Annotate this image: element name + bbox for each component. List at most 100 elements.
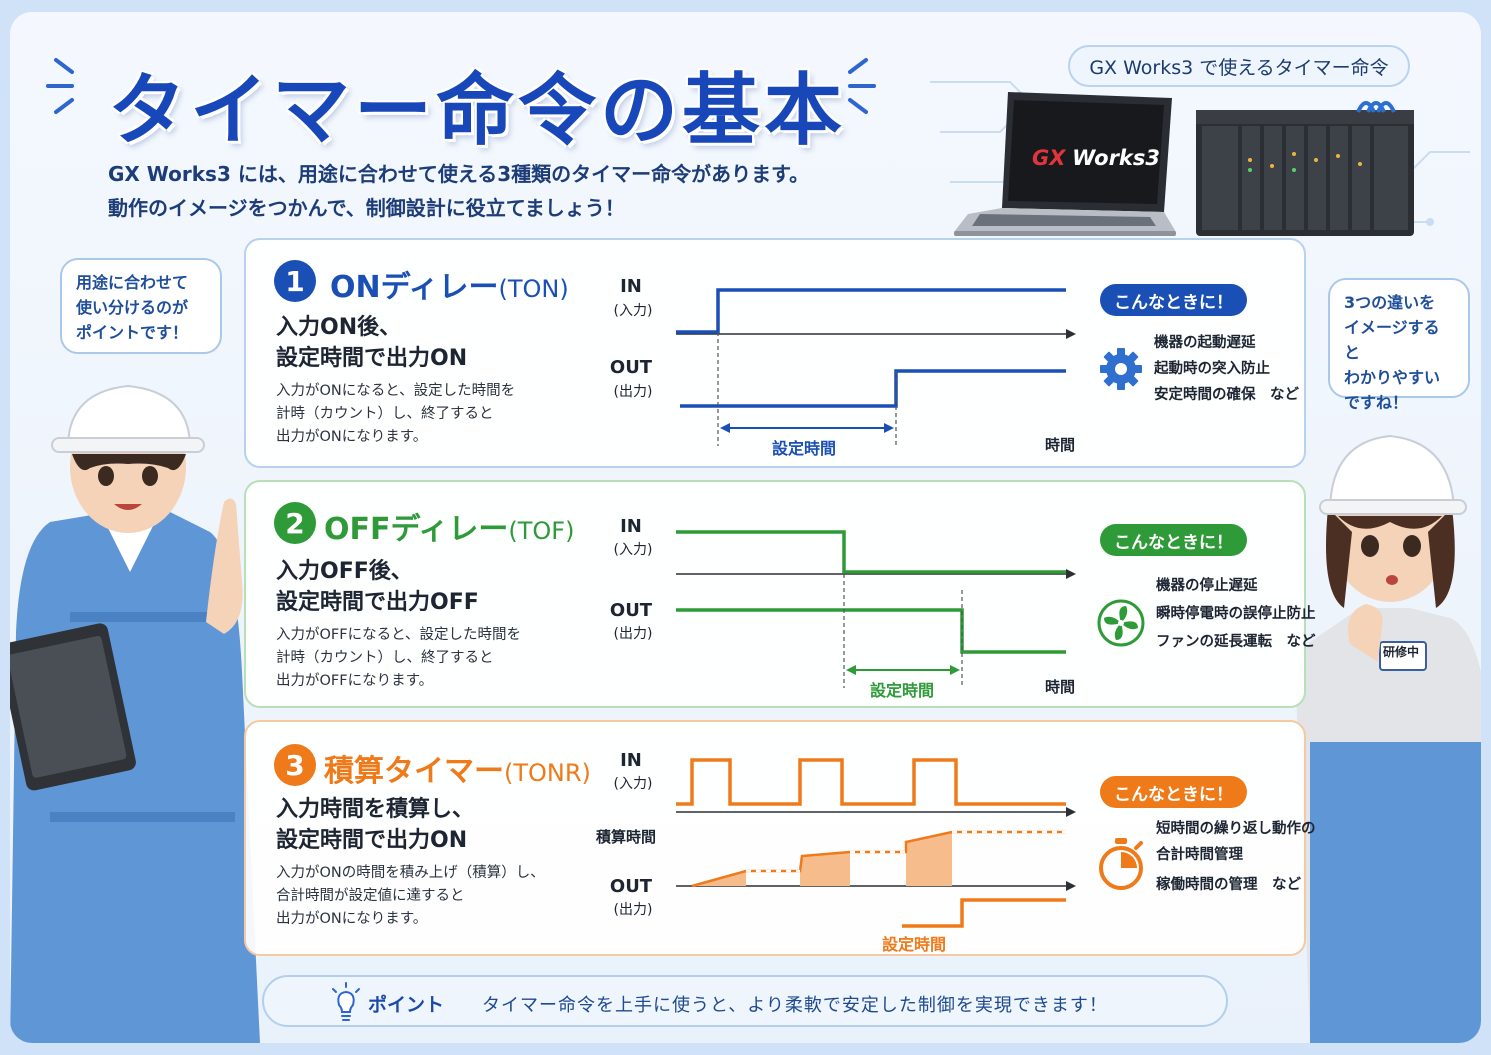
right-bubble-line-4: ですね！ (1344, 393, 1409, 412)
male-engineer-illustration (10, 384, 260, 1043)
panel-description: 入力がONの時間を積み上げ（積算）し、 合計時間が設定値に達すると 出力がONに… (276, 862, 545, 931)
footer-point-bar: ポイント タイマー命令を上手に使うと、より柔軟で安定した制御を実現できます！ (262, 975, 1228, 1027)
left-bubble-line-2: 使い分けるのが (76, 298, 189, 317)
panel-title: 積算タイマー(TONR) (324, 746, 591, 790)
female-engineer-illustration (1296, 434, 1481, 1043)
intro-line-1: GX Works3 には、用途に合わせて使える3種類のタイマー命令があります。 (108, 162, 810, 186)
in-signal (676, 288, 1066, 334)
panel-summary-line-1: 入力OFF後、 (276, 559, 413, 584)
usage-item: 短時間の繰り返し動作の (1156, 821, 1316, 837)
accumulation-segment-3 (906, 832, 952, 886)
usage-item: 機器の起動遅延 (1154, 335, 1256, 351)
usage-tag: こんなときに！ (1100, 524, 1247, 556)
in-signal (676, 758, 1066, 806)
accumulated-time-line (691, 830, 1066, 888)
usage-list: 機器の停止遅延 瞬時停電時の誤停止防止 ファンの延長運転 など (1156, 572, 1316, 656)
panel-summary-line-2: 設定時間で出力ON (276, 346, 468, 371)
plc-illustration (1196, 101, 1414, 236)
right-bubble-line-2: イメージすると (1344, 318, 1440, 362)
logo-gx: GX (1032, 146, 1066, 170)
in-label: IN (620, 750, 642, 771)
in-axis-arrow-icon (1066, 807, 1076, 817)
panel-title-name: 積算タイマー (324, 754, 504, 789)
set-time-arrow-left-icon (846, 665, 856, 675)
panel-title-code: (TON) (498, 275, 569, 303)
in-axis-arrow-icon (1066, 569, 1076, 579)
accumulated-time-label: 積算時間 (595, 828, 656, 846)
tonr-timing-diagram: IN (入力) 積算時間 OUT (出力) 設定時間 (595, 750, 1076, 952)
time-label: 時間 (1045, 436, 1075, 454)
panel-summary-line-2: 設定時間で出力ON (276, 828, 468, 853)
panel-title-code: (TONR) (504, 759, 591, 787)
panel-title-name: OFFディレー (324, 512, 509, 547)
accumulated-axis-arrow-icon (1066, 881, 1076, 891)
in-signal (676, 530, 1066, 574)
panel-tonr: 3 積算タイマー(TONR) 入力時間を積算し、 設定時間で出力ON 入力がON… (244, 720, 1316, 956)
out-sublabel: (出力) (614, 902, 653, 918)
laptop-illustration (954, 92, 1176, 236)
panel-summary-line-1: 入力時間を積算し、 (276, 797, 475, 822)
set-time-arrow-left-icon (720, 423, 730, 433)
time-label: 時間 (1045, 678, 1075, 696)
out-sublabel: (出力) (614, 384, 653, 400)
panel-number: 2 (274, 502, 316, 544)
set-time-label: 設定時間 (882, 935, 946, 952)
page-title: タイマー命令の基本 (108, 66, 847, 156)
panel-description: 入力がOFFになると、設定した時間を 計時（カウント）し、終了すると 出力がOF… (276, 624, 521, 693)
usage-item: 合計時間管理 (1156, 847, 1243, 863)
intro-line-2: 動作のイメージをつかんで、制御設計に役立てましょう！ (108, 196, 625, 220)
left-bubble-line-1: 用途に合わせて (76, 273, 189, 292)
in-sublabel: (入力) (614, 776, 653, 792)
footer-label: ポイント (368, 994, 445, 1016)
panel-description-line-1: 入力がONになると、設定した時間を (276, 383, 516, 399)
out-label: OUT (610, 876, 653, 897)
panel-summary-line-2: 設定時間で出力OFF (276, 590, 479, 615)
panel-summary-line-1: 入力ON後、 (276, 315, 402, 340)
in-sublabel: (入力) (614, 303, 653, 319)
left-speech-bubble: 用途に合わせて 使い分けるのが ポイントです！ (60, 258, 222, 354)
tof-timing-diagram: IN (入力) OUT (出力) 設定時間 時間 (610, 516, 1076, 700)
usage-tag: こんなときに！ (1100, 284, 1247, 316)
gear-icon (1100, 348, 1142, 390)
panel-description-line-1: 入力がONの時間を積み上げ（積算）し、 (276, 865, 545, 881)
panel-description-line-3: 出力がOFFになります。 (276, 673, 434, 689)
gxworks-badge: GX Works3 で使えるタイマー命令 (1068, 45, 1410, 87)
panel-description-line-2: 計時（カウント）し、終了すると (276, 650, 494, 666)
usage-item: 起動時の突入防止 (1154, 361, 1270, 377)
in-label: IN (620, 276, 642, 297)
usage-item: 瞬時停電時の誤停止防止 (1156, 606, 1316, 622)
in-axis-arrow-icon (1066, 329, 1076, 339)
panel-number: 1 (274, 260, 316, 302)
title-sparkle-left-icon (46, 58, 74, 114)
panel-description: 入力がONになると、設定した時間を 計時（カウント）し、終了すると 出力がONに… (276, 380, 515, 449)
panel-description-line-1: 入力がOFFになると、設定した時間を (276, 627, 522, 643)
panel-summary: 入力ON後、 設定時間で出力ON (276, 312, 467, 374)
accumulation-segment-2 (800, 852, 850, 886)
lightbulb-icon (332, 982, 360, 1021)
ton-timing-diagram: IN (入力) OUT (出力) 設定時間 時間 (610, 276, 1076, 458)
panel-description-line-3: 出力がONになります。 (276, 429, 428, 445)
laptop-screen-logo: GX Works3 (1032, 146, 1160, 170)
panel-title: ONディレー(TON) (330, 262, 569, 306)
panel-title: OFFディレー(TOF) (324, 504, 574, 548)
panel-tof: 2 OFFディレー(TOF) 入力OFF後、 設定時間で出力OFF 入力がOFF… (244, 480, 1316, 708)
intro-text: GX Works3 には、用途に合わせて使える3種類のタイマー命令があります。 … (108, 157, 809, 225)
panel-title-name: ONディレー (330, 270, 499, 305)
usage-item: ファンの延長運転 など (1156, 634, 1316, 650)
set-time-label: 設定時間 (772, 439, 836, 458)
panel-description-line-3: 出力がONになります。 (276, 911, 428, 927)
name-tag: 研修中 (1383, 645, 1420, 659)
right-speech-bubble: 3つの違いを イメージすると わかりやすい ですね！ (1328, 278, 1470, 412)
usage-tag: こんなときに！ (1100, 776, 1247, 808)
panel-title-code: (TOF) (508, 517, 575, 545)
usage-list: 機器の起動遅延 起動時の突入防止 安定時間の確保 など (1154, 330, 1299, 408)
logo-works: Works3 (1072, 146, 1161, 170)
set-time-arrow-right-icon (884, 423, 894, 433)
out-signal (902, 898, 1066, 928)
panel-summary: 入力時間を積算し、 設定時間で出力ON (276, 794, 474, 856)
in-label: IN (620, 516, 642, 537)
in-sublabel: (入力) (614, 542, 653, 558)
right-bubble-line-1: 3つの違いを (1344, 293, 1436, 312)
panel-summary: 入力OFF後、 設定時間で出力OFF (276, 556, 479, 618)
out-sublabel: (出力) (614, 626, 653, 642)
